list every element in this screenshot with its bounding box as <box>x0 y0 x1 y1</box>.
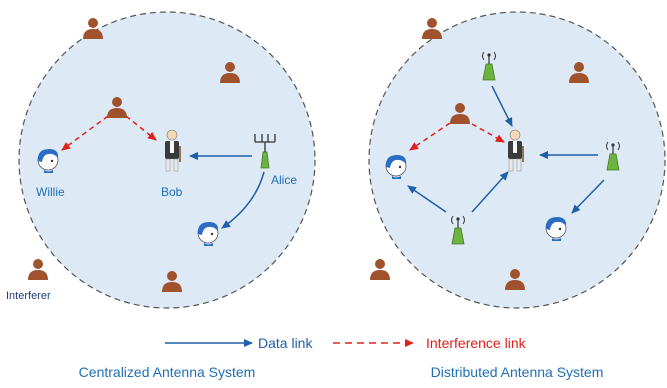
left-data-link-user <box>221 171 265 229</box>
person-icon <box>370 259 390 280</box>
distributed-caption: Distributed Antenna System <box>431 364 604 380</box>
right-data-link-bottom-to-bob <box>471 171 509 213</box>
right-data-link-bottom-to-user <box>407 185 447 213</box>
right-data-link-top <box>491 85 513 127</box>
person-icon <box>28 259 48 280</box>
right-interference-link-user <box>409 122 451 151</box>
legend: Data link Interference link <box>165 335 527 351</box>
legend-interference-link-label: Interference link <box>426 335 527 351</box>
alice-label: Alice <box>271 173 297 187</box>
centralized-caption: Centralized Antenna System <box>79 364 256 380</box>
right-interference-link-bob <box>471 123 505 143</box>
centralized-panel: Willie Bob Alice Interferer <box>6 11 316 309</box>
person-icon <box>422 18 442 39</box>
bob-label: Bob <box>161 185 183 199</box>
willie-label: Willie <box>36 185 65 199</box>
right-data-link-right-to-user <box>571 179 605 214</box>
distributed-panel <box>368 11 666 309</box>
left-interference-link-bob <box>125 115 157 141</box>
interferer-label: Interferer <box>6 290 51 302</box>
legend-data-link-label: Data link <box>258 335 313 351</box>
left-interference-link-willie <box>61 115 109 151</box>
